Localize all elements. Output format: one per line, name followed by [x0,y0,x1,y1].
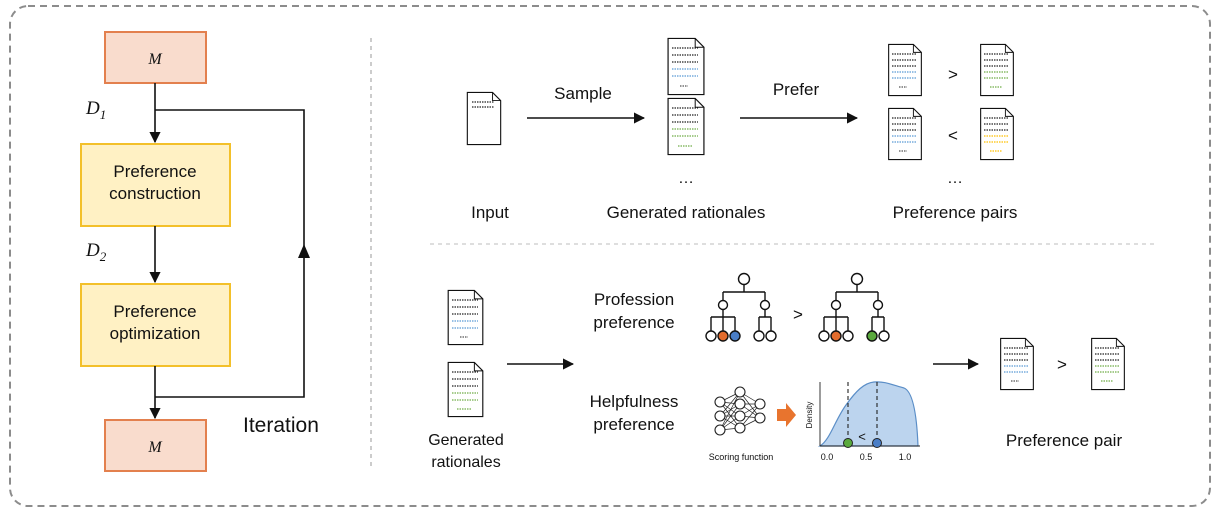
preference-pairs-label: Preference pairs [893,203,1018,222]
rationale-doc-blue-lines [672,47,698,87]
generated-label-line1: Generated [428,432,504,449]
rationale-doc-green-lines [672,107,698,147]
tick-label-1: 1.0 [899,452,912,462]
bottom-doc-blue-lines [452,299,478,338]
tick-label-05: 0.5 [860,452,873,462]
input-document-icon [466,91,502,146]
pairs-ellipsis: … [947,170,963,187]
pair2-lt: < [948,126,958,145]
tree-right-icon [818,272,890,342]
iteration-loop-arrowhead [298,244,310,258]
model-label-top: M [147,51,163,68]
preference-optimization-box [80,283,231,367]
profession-gt: > [793,305,803,324]
final-pair-gt: > [1057,355,1067,374]
construction-label-line1: Preference [113,162,196,181]
pair2-right-doc-icon [979,107,1015,161]
pair1-right-doc-lines [984,53,1008,88]
profession-label-line1: Profession [594,290,674,309]
final-pair-left-doc-icon [999,337,1035,391]
model-box-bottom [104,419,207,472]
preference-pair-label: Preference pair [1006,431,1123,450]
pair2-left-doc-icon [887,107,923,161]
generated-label-line2: rationales [431,454,500,471]
profession-label-line2: preference [593,313,674,332]
final-pair-right-doc-lines [1095,347,1119,382]
bottom-doc-green-lines [452,371,478,410]
preference-construction-box [80,143,231,227]
helpfulness-label-line1: Helpfulness [590,392,679,411]
final-pair-right-doc-icon [1090,337,1126,391]
top-pipeline: Input Sample … Generated rationales Pref… [466,37,1018,222]
construction-label-line2: construction [109,184,201,203]
tree-left-icon [705,272,777,342]
pair2-right-doc-lines [984,117,1008,152]
input-doc-lines [472,101,494,108]
sample-label: Sample [554,84,612,103]
final-pair-left-doc-lines [1004,347,1028,382]
model-box-top [104,31,207,84]
generated-rationales-label: Generated rationales [607,203,766,222]
high-score-dot [872,438,882,448]
pair1-left-doc-lines [892,53,916,88]
scoring-function-label: Scoring function [709,452,774,462]
density-lt: < [858,429,866,444]
d1-label: D1 [85,98,106,122]
prefer-label: Prefer [773,80,820,99]
rationales-ellipsis: … [678,170,694,187]
d2-label: D2 [85,240,107,264]
density-axis-label: Density [805,402,814,429]
optimization-label-line1: Preference [113,302,196,321]
low-score-dot [843,438,853,448]
orange-arrow-icon [777,403,796,427]
outer-frame [9,5,1211,507]
tick-label-0: 0.0 [821,452,834,462]
pair2-left-doc-lines [892,117,916,152]
pair1-left-doc-icon [887,43,923,97]
iteration-label: Iteration [243,414,319,437]
optimization-label-line2: optimization [110,324,201,343]
left-pipeline: M D1 Preference construction D2 Preferen… [80,31,319,472]
pair1-right-doc-icon [979,43,1015,97]
bottom-pipeline: Generated rationales Profession preferen… [428,272,1126,471]
input-label: Input [471,203,509,222]
density-plot: < Density 0.0 0.5 1.0 [805,381,920,462]
neural-network-icon [714,386,766,436]
model-label-bottom: M [147,439,163,456]
pair1-gt: > [948,65,958,84]
density-curve [817,381,919,447]
helpfulness-label-line2: preference [593,415,674,434]
